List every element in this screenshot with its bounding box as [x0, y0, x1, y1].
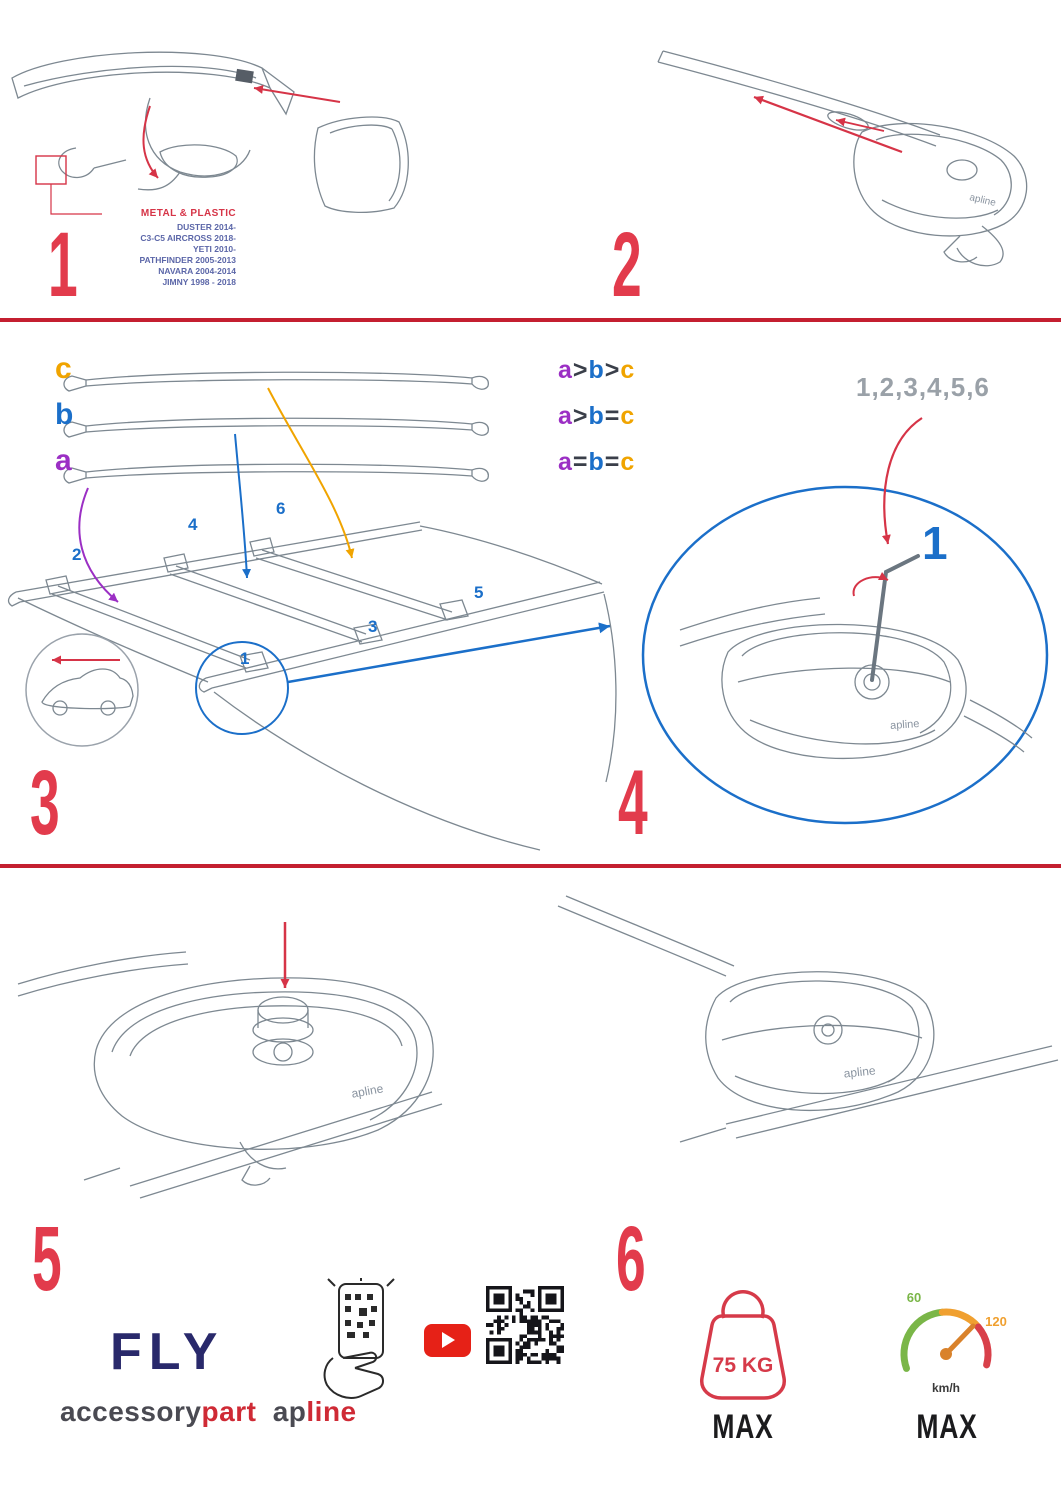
zoom-circle	[641, 485, 1049, 825]
rotate-arrow	[852, 571, 889, 597]
model-item: NAVARA 2004-2014	[158, 266, 236, 276]
step1-illustration	[11, 51, 409, 215]
step4-illustration: apline	[641, 417, 1049, 825]
length-rule-3: a=b=c	[558, 448, 636, 476]
play-icon	[442, 1332, 455, 1348]
max-load-label: MAX	[712, 1408, 774, 1446]
detail-circle	[195, 641, 289, 735]
position-5: 5	[474, 583, 484, 602]
qr-code-icon	[486, 1286, 564, 1364]
material-label: METAL & PLASTIC	[140, 208, 236, 219]
roof-drawing	[7, 521, 617, 851]
bar-label-a: a	[55, 444, 72, 477]
length-rule-1: a>b>c	[558, 356, 636, 384]
youtube-icon	[424, 1324, 471, 1357]
step3-illustration	[7, 371, 617, 851]
product-logo: apline	[843, 1063, 877, 1080]
car-direction-inset	[25, 633, 139, 747]
product-logo: apline	[350, 1081, 384, 1100]
max-speed-icon: 60 120 km/h	[900, 1290, 1007, 1395]
model-item: YETI 2010-	[193, 244, 236, 254]
step5-number: 5	[32, 1208, 62, 1310]
bar-label-b: b	[55, 398, 74, 431]
logo-plate	[235, 68, 254, 84]
position-4: 4	[188, 515, 198, 534]
bar-end-drawing	[657, 50, 1028, 267]
bar-label-c: c	[55, 352, 72, 385]
max-load-icon: 75 KG	[700, 1290, 786, 1400]
position-3: 3	[368, 617, 378, 636]
model-item: C3-C5 AIRCROSS 2018-	[140, 233, 236, 243]
step3-number: 3	[30, 752, 60, 854]
step1-number: 1	[48, 214, 78, 316]
step2-illustration: apline	[657, 50, 1028, 267]
guide-arrow-a	[78, 487, 119, 603]
tighten-sequence: 1,2,3,4,5,6	[856, 372, 990, 402]
speed-high: 120	[985, 1314, 1007, 1329]
slot-arrow	[835, 117, 885, 132]
section-divider	[0, 864, 1061, 868]
model-item: DUSTER 2014-	[176, 222, 236, 232]
clamp-arrow	[142, 105, 159, 179]
cap-press-drawing	[17, 951, 443, 1199]
step5-illustration: apline	[17, 922, 443, 1199]
model-item: JIMNY 1998 - 2018	[162, 277, 236, 287]
red-arrows	[35, 85, 341, 215]
needle	[943, 1323, 976, 1357]
position-6: 6	[276, 499, 286, 518]
speed-unit: km/h	[932, 1381, 960, 1395]
section-divider	[0, 318, 1061, 322]
max-load-value: 75 KG	[713, 1354, 774, 1377]
step2-number: 2	[612, 214, 642, 316]
position-2: 2	[72, 545, 82, 564]
length-rule-2: a>b=c	[558, 402, 636, 430]
speed-low: 60	[907, 1290, 921, 1305]
max-speed-label: MAX	[916, 1408, 978, 1446]
three-bars-drawing	[63, 371, 489, 484]
finished-foot-drawing	[557, 895, 1059, 1143]
red-arrows	[753, 95, 903, 154]
scan-phone-icon	[323, 1278, 395, 1399]
product-logo: apline	[890, 718, 920, 732]
first-position: 1	[922, 517, 948, 569]
model-item: PATHFINDER 2005-2013	[139, 255, 236, 265]
product-logo: apline	[968, 192, 997, 209]
brand-wordmark: accessorypart apline	[60, 1396, 357, 1427]
compatibility-note: METAL & PLASTIC DUSTER 2014- C3-C5 AIRCR…	[92, 208, 236, 288]
step6-illustration: apline	[557, 895, 1059, 1143]
model-name: FLY	[110, 1323, 225, 1381]
foot-tightening-drawing	[679, 597, 1033, 760]
callout-leader	[50, 184, 102, 215]
zoom-link-arrow	[287, 622, 611, 684]
guide-arrow-b	[234, 433, 252, 579]
crossbar-clamp-drawing	[11, 51, 409, 214]
step6-number: 6	[616, 1208, 646, 1310]
slide-arrow	[753, 95, 903, 154]
position-1: 1	[240, 649, 250, 668]
cover-arrow	[253, 85, 341, 103]
step4-number: 4	[618, 752, 648, 854]
sequence-arrow	[881, 417, 923, 545]
guide-arrow-c	[267, 387, 355, 559]
allen-key	[870, 554, 920, 682]
